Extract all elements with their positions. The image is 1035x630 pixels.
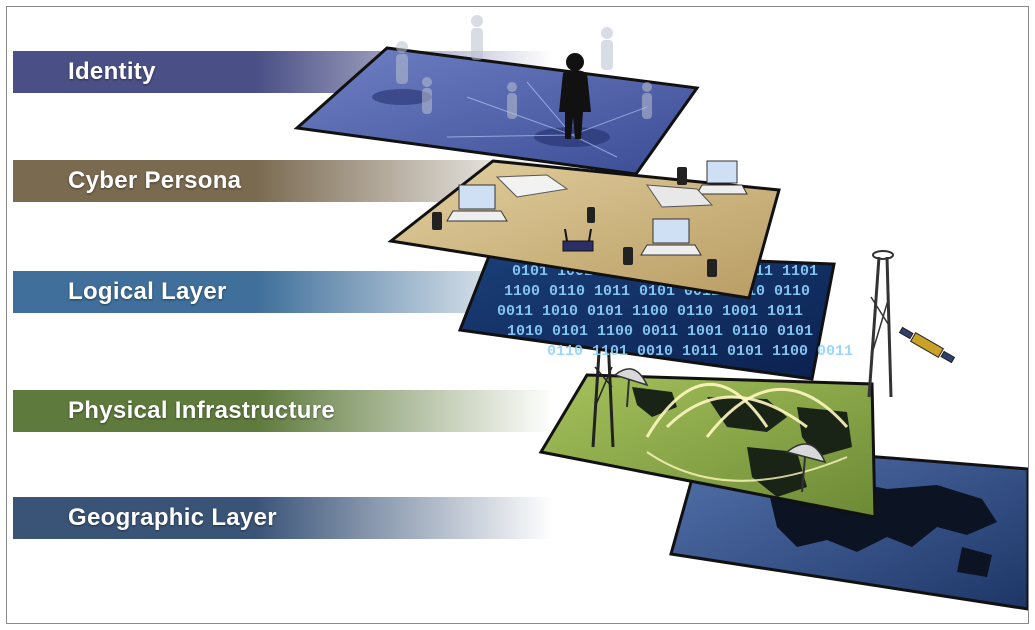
satellite-icon [898, 326, 956, 364]
band-geographic-layer: Geographic Layer [13, 497, 553, 539]
band-logical-layer: Logical Layer [13, 271, 553, 313]
binary-row: 1100 0110 1011 0101 0011 1010 0110 [504, 283, 810, 300]
phone-icon [432, 167, 717, 277]
silhouette-icon [396, 15, 652, 119]
band-geographic-layer-label: Geographic Layer [68, 504, 277, 531]
router-icon [562, 228, 594, 252]
binary-row: 0110 1101 0010 1011 0101 1100 0011 [547, 343, 853, 360]
satellite-dish-icon [785, 443, 827, 493]
band-physical-infrastructure-label: Physical Infrastructure [68, 397, 335, 424]
binary-row: 0011 1010 0101 1100 0110 1001 1011 [497, 303, 803, 320]
band-cyber-persona-label: Cyber Persona [68, 167, 242, 194]
satellite-dish-icon [613, 368, 649, 408]
physical-plate [538, 373, 877, 519]
band-physical-infrastructure: Physical Infrastructure [13, 390, 553, 432]
band-identity-label: Identity [68, 58, 156, 85]
antenna-tower-icon [591, 336, 615, 448]
cyber-persona-plate [387, 159, 781, 300]
laptop-icon [696, 160, 748, 195]
silhouette-icon [559, 53, 591, 139]
binary-row: 1010 0101 1100 0011 1001 0110 0101 [507, 323, 813, 340]
antenna-tower-icon [867, 250, 894, 398]
printer-icon [495, 174, 714, 208]
diagram-frame: Identity Cyber Persona Logical Layer Phy… [6, 6, 1029, 624]
identity-plate [293, 15, 700, 176]
laptop-icon [446, 184, 508, 222]
band-logical-layer-label: Logical Layer [68, 278, 227, 305]
layer-stack-illustration: 0101 1001 0110 1100 1010 0011 1101 1100 … [293, 15, 1028, 611]
laptop-icon [640, 218, 702, 256]
